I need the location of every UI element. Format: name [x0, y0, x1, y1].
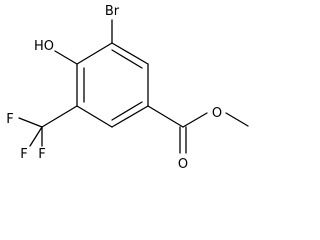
bromine-label: Br	[105, 4, 120, 19]
fluorine-label-top: F	[38, 147, 45, 162]
hydroxyl-label: HO	[34, 39, 54, 54]
ring-bond-c5-c6	[111, 105, 149, 128]
bond-cf3-fluorine-bottom	[29, 126, 43, 147]
fluorine-label-bottom: F	[20, 147, 27, 162]
bond-oxygen-methyl	[225, 112, 249, 127]
ring-double-bond-inner-3	[111, 101, 143, 121]
ring-double-bond-inner-1	[111, 49, 143, 69]
ring-bond-c2-c3	[76, 42, 113, 65]
bond-to-ester-carbon	[147, 105, 184, 128]
fluorine-label-left: F	[6, 112, 13, 127]
bond-cf3-fluorine-left	[18, 117, 43, 128]
structure-diagram: Br HO F F F O O	[6, 4, 249, 172]
ester-oxygen-label: O	[212, 106, 222, 121]
carbonyl-oxygen-label: O	[178, 157, 188, 172]
bond-to-hydroxyl	[54, 50, 78, 65]
bond-to-cf3	[41, 105, 78, 128]
ring-bond-c4-c5	[76, 105, 113, 128]
bond-ester-carbon-oxygen	[182, 112, 208, 128]
ring-bond-c1-c2	[111, 42, 149, 65]
benzene-ring	[76, 42, 149, 128]
